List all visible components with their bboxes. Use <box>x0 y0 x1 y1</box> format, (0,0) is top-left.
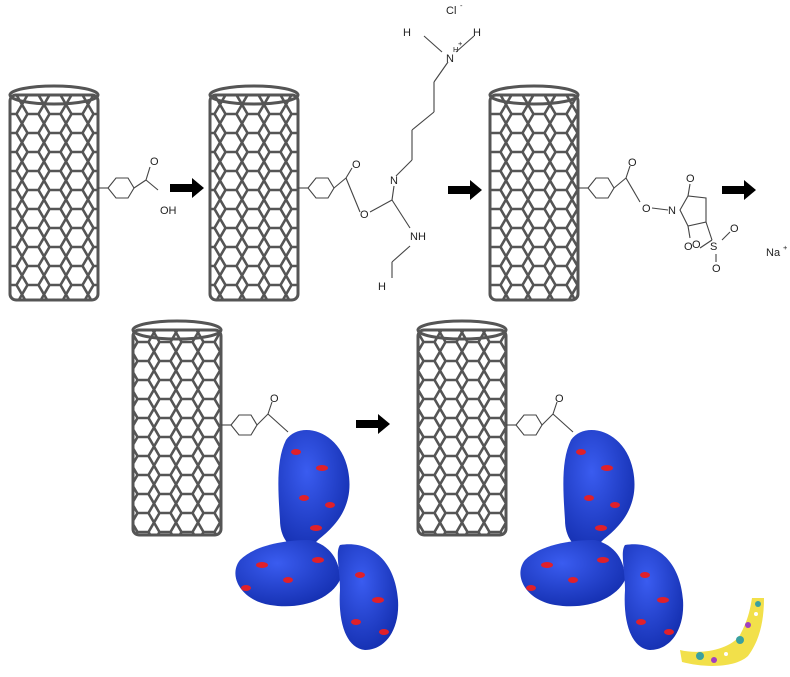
methyl-label: H <box>403 27 411 39</box>
oxygen-label: O <box>684 241 693 253</box>
benzoic-acid-group: O OH <box>98 156 177 217</box>
oxygen-label: O <box>150 156 159 168</box>
oxygen-label: O <box>628 157 637 169</box>
amide-linker-group: O <box>221 393 289 436</box>
oxygen-label: O <box>712 263 721 275</box>
carbon-nanotube-icon <box>488 84 580 302</box>
hydrogen-label: H <box>453 45 458 54</box>
oxygen-label: O <box>270 393 279 405</box>
oxygen-label: O <box>642 203 651 215</box>
reaction-arrow-icon <box>722 180 756 200</box>
sodium-label: Na <box>766 247 781 259</box>
carbon-nanotube-icon <box>131 319 223 537</box>
oxygen-label: O <box>692 239 701 251</box>
nitrogen-label: N <box>390 175 398 187</box>
oxygen-label: O <box>730 223 739 235</box>
sulfur-label: S <box>710 241 717 253</box>
reaction-arrow-icon <box>448 180 482 200</box>
reaction-arrow-icon <box>170 178 204 198</box>
reaction-arrow-icon <box>356 414 390 434</box>
o-acylisourea-group: O O N N H + H H NH H Cl - <box>298 1 481 293</box>
antibody-protein-icon <box>235 430 399 650</box>
methyl-label: H <box>473 27 481 39</box>
oxygen-label: O <box>555 393 564 405</box>
nitrogen-label: N <box>446 53 454 65</box>
hydroxyl-label: OH <box>160 205 177 217</box>
amine-label: NH <box>410 231 426 243</box>
chloride-label: Cl <box>446 5 456 17</box>
carbon-nanotube-icon <box>416 319 508 537</box>
charge-label: + <box>458 39 463 48</box>
charge-label: - <box>460 1 463 10</box>
antibody-protein-icon <box>520 430 684 650</box>
carbon-nanotube-icon <box>208 84 300 302</box>
methyl-label: H <box>378 281 386 293</box>
bound-antigen-icon <box>680 598 764 666</box>
carbon-nanotube-icon <box>8 84 100 302</box>
oxygen-label: O <box>360 209 369 221</box>
oxygen-label: O <box>686 173 695 185</box>
sulfo-nhs-ester-group: O O N O O S O O O Na + <box>578 157 788 275</box>
amide-linker-group: O <box>506 393 574 436</box>
nitrogen-label: N <box>668 205 676 217</box>
oxygen-label: O <box>352 159 361 171</box>
charge-label: + <box>783 243 788 252</box>
